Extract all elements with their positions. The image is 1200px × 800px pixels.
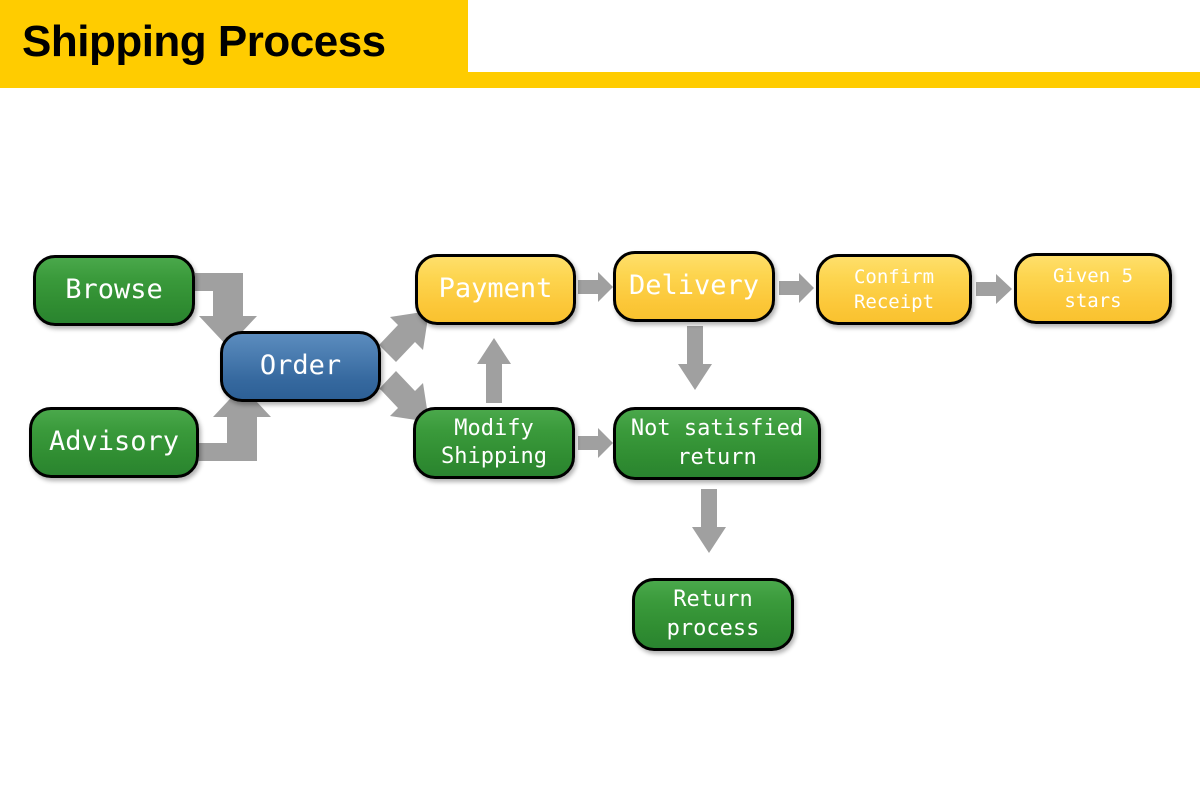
edge-not-satisfied-return-to-return-process	[692, 489, 726, 553]
node-order[interactable]: Order	[220, 331, 381, 402]
node-modify-shipping[interactable]: Modify Shipping	[413, 407, 575, 479]
edge-modify-shipping-to-not-satisfied-return	[578, 428, 613, 458]
node-advisory[interactable]: Advisory	[29, 407, 199, 478]
edge-payment-to-delivery	[578, 272, 613, 302]
edge-delivery-to-confirm-receipt	[779, 273, 814, 303]
node-confirm-receipt[interactable]: Confirm Receipt	[816, 254, 972, 325]
header-underline-strip	[0, 72, 1200, 88]
edge-delivery-to-not-satisfied-return	[678, 326, 712, 390]
node-given-5-stars[interactable]: Given 5 stars	[1014, 253, 1172, 324]
header-band: Shipping Process	[0, 0, 1200, 88]
header-title-block	[0, 0, 468, 74]
node-browse[interactable]: Browse	[33, 255, 195, 326]
page-title: Shipping Process	[22, 17, 386, 66]
node-delivery[interactable]: Delivery	[613, 251, 775, 322]
node-not-satisfied-return[interactable]: Not satisfied return	[613, 407, 821, 480]
edge-confirm-receipt-to-given-5-stars	[976, 274, 1012, 304]
node-payment[interactable]: Payment	[415, 254, 576, 325]
node-return-process[interactable]: Return process	[632, 578, 794, 651]
edge-modify-shipping-to-payment	[477, 338, 511, 403]
